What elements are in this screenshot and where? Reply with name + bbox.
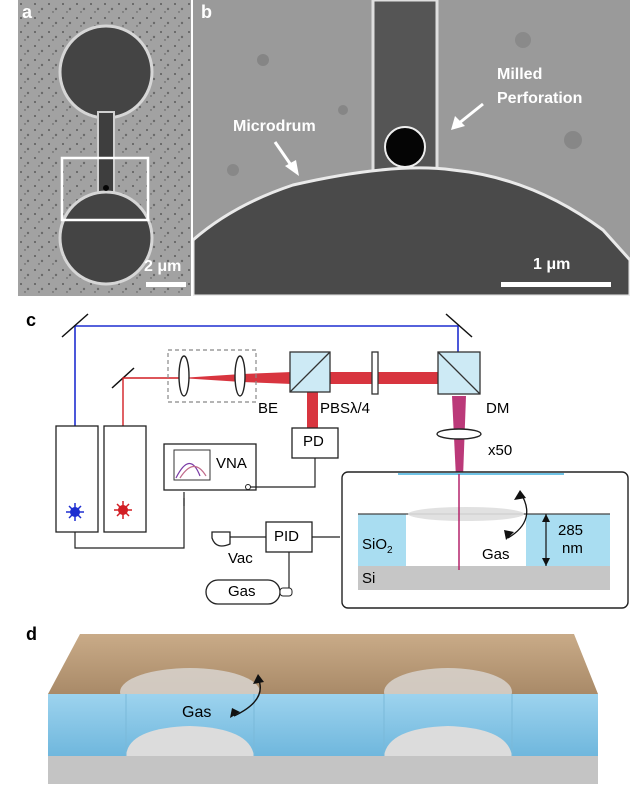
setup-schematic [55, 313, 629, 609]
sio2-label: SiO2 [362, 536, 393, 556]
beam-expander-box [167, 349, 257, 403]
blue-laser-star [66, 503, 84, 521]
pbs-label: PBSλ/4 [320, 400, 370, 417]
red-beam-to-pd [307, 384, 318, 428]
si-substrate [358, 566, 610, 590]
red-laser-star [114, 501, 132, 519]
device-rendering [48, 634, 598, 784]
panel-letter-d: d [26, 624, 37, 644]
vna-label: VNA [216, 455, 247, 472]
zoom-box [60, 156, 150, 222]
channel [97, 111, 115, 193]
be-lens-1 [178, 355, 190, 397]
drum-deflection [408, 507, 524, 521]
panel-d: d Gas [0, 620, 640, 784]
cavity-right [384, 726, 512, 756]
thickness-value: 285 [558, 522, 584, 539]
be-lens-2 [234, 355, 246, 397]
sio2-right [526, 514, 610, 566]
scale-bar-b-label: 1 μm [533, 256, 571, 273]
sem-image-zoom [191, 0, 632, 298]
blue-beam [74, 325, 459, 512]
thickness-unit: nm [562, 540, 583, 557]
red-laser-box [103, 425, 147, 533]
panel-a: a 2 μm [18, 0, 191, 296]
si-base [48, 756, 598, 784]
vac-label: Vac [228, 550, 253, 567]
perforation-arrow [457, 102, 484, 126]
dm-label: DM [486, 400, 510, 417]
mirror-top-right [445, 313, 473, 338]
perforation-dot [103, 185, 109, 191]
panel-letter-b: b [201, 2, 212, 22]
scale-bar-b [501, 282, 611, 287]
sem-image-overview [18, 0, 191, 296]
milled-label-line2: Perforation [497, 90, 583, 107]
scale-bar-a [146, 282, 186, 287]
milled-perforation [384, 126, 426, 168]
sio2-text: SiO [362, 536, 388, 553]
si-label: Si [362, 570, 376, 587]
pd-label: PD [303, 433, 324, 450]
microdrum-arrowhead [285, 160, 299, 176]
be-label: BE [258, 400, 279, 417]
milled-label-line1: Milled [497, 66, 543, 83]
panel-c: c BE PBSλ/4 DM PD VNA x50 PID Vac Gas Ga… [0, 300, 640, 620]
top-drum [58, 24, 154, 120]
vna-screen [173, 449, 211, 481]
chamber-gas-label: Gas [482, 546, 510, 563]
microdrum-edge [191, 166, 632, 298]
gas-label-d: Gas [182, 704, 212, 721]
panel-b: b Microdrum Milled Perforation 1 μm [191, 0, 632, 298]
cavity-left [126, 726, 254, 756]
panel-letter-c: c [26, 310, 37, 330]
sio2-left [358, 514, 406, 566]
sio2-subscript: 2 [387, 545, 393, 556]
scale-bar-a-label: 2 μm [144, 258, 182, 275]
x50-label: x50 [488, 442, 513, 459]
perforation-arrowhead [451, 116, 465, 130]
lambda4-plate [371, 351, 379, 395]
vac-pump [211, 531, 231, 547]
pid-label: PID [274, 528, 300, 545]
lambda4-text: λ/4 [350, 400, 371, 417]
gas-cylinder-label: Gas [228, 583, 256, 600]
panel-letter-a: a [22, 2, 33, 22]
mirror-top-left [61, 313, 89, 338]
bottom-drum [58, 190, 154, 286]
objective-lens [436, 428, 482, 440]
microdrum-label: Microdrum [233, 118, 316, 135]
pbs-text: PBS [320, 400, 351, 417]
